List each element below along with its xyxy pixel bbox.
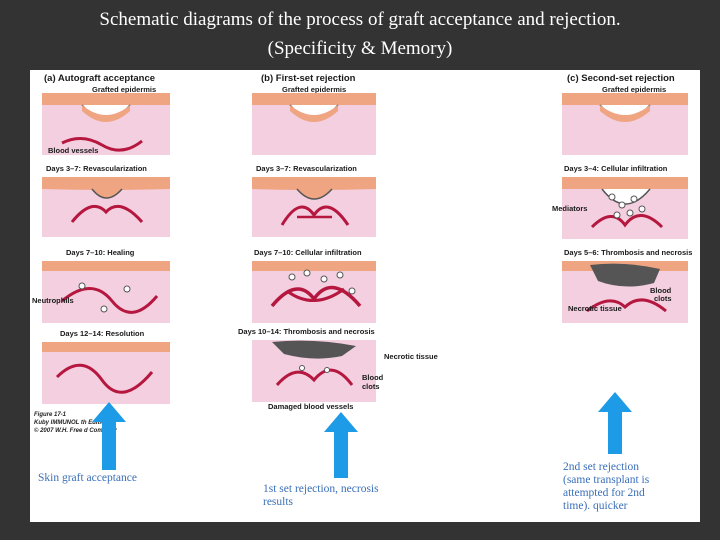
tissue-b1 — [252, 93, 376, 160]
label-damaged-vessels: Damaged blood vessels — [268, 402, 354, 411]
graft-resolution-a — [42, 342, 170, 404]
caption-second-set-2: (same transplant is — [563, 474, 650, 486]
graft-fresh-a — [42, 93, 170, 155]
slide-title: Schematic diagrams of the process of gra… — [99, 9, 621, 30]
tissue-c1 — [562, 93, 688, 160]
tissue-a2 — [42, 177, 170, 242]
tissue-b4 — [252, 340, 376, 407]
label-clots-c: clots — [654, 294, 672, 303]
caption-second-set-1: 2nd set rejection — [563, 461, 640, 473]
label-necrotic-tissue-b: Necrotic tissue — [384, 352, 438, 361]
label-b-stage3: Days 7–10: Cellular infiltration — [254, 248, 362, 257]
graft-necrosis-c — [562, 261, 688, 323]
label-blood-vessels: Blood vessels — [48, 146, 99, 155]
label-c-stage3: Days 5–6: Thrombosis and necrosis — [564, 248, 693, 257]
graft-infiltration-b — [252, 261, 376, 323]
arrow-up-icon — [598, 392, 632, 454]
label-c-stage2: Days 3–4: Cellular infiltration — [564, 164, 668, 173]
caption-second-set-3: attempted for 2nd — [563, 487, 645, 499]
label-a-stage3: Days 7–10: Healing — [66, 248, 135, 257]
header-first-set: (b) First-set rejection — [261, 73, 356, 84]
arrow-up-icon — [92, 402, 126, 470]
tissue-a4 — [42, 342, 170, 409]
tissue-c2 — [562, 177, 688, 244]
graft-revascular-a — [42, 177, 170, 237]
label-blood-b: Blood — [362, 373, 384, 382]
graft-healing-a — [42, 261, 170, 323]
tissue-a1 — [42, 93, 170, 160]
figure-credit-3: © 2007 W.H. Free d Company — [34, 428, 117, 434]
label-b-stage2: Days 3–7: Revascularization — [256, 164, 357, 173]
label-grafted-epidermis-b: Grafted epidermis — [282, 85, 347, 94]
label-neutrophils: Neutrophils — [32, 296, 74, 305]
header-autograft: (a) Autograft acceptance — [44, 73, 156, 84]
label-grafted-epidermis-c: Grafted epidermis — [602, 85, 667, 94]
label-b-stage4: Days 10–14: Thrombosis and necrosis — [238, 327, 375, 336]
tissue-b3 — [252, 261, 376, 328]
graft-infiltration-c — [562, 177, 688, 239]
graft-necrosis-b — [252, 340, 376, 402]
graft-fresh-c — [562, 93, 688, 155]
tissue-c3 — [562, 261, 688, 328]
tissue-a3 — [42, 261, 170, 328]
label-necrotic-tissue-c: Necrotic tissue — [568, 304, 622, 313]
figure-panel: (a) Autograft acceptance Grafted epiderm… — [30, 70, 700, 522]
caption-first-set-2: results — [263, 496, 294, 508]
label-mediators: Mediators — [552, 204, 588, 213]
figure-credit-1: Figure 17-1 — [34, 412, 67, 418]
caption-second-set-4: time). quicker — [563, 500, 628, 512]
graft-revascular-b — [252, 177, 376, 237]
header-second-set: (c) Second-set rejection — [567, 73, 675, 84]
slide-subtitle: (Specificity & Memory) — [267, 38, 453, 59]
figure-credit-2: Kuby IMMUNOL th Edition — [34, 420, 109, 426]
label-grafted-epidermis-a: Grafted epidermis — [92, 85, 157, 94]
label-a-stage2: Days 3–7: Revascularization — [46, 164, 147, 173]
label-clots-b: clots — [362, 382, 380, 391]
label-a-stage4: Days 12–14: Resolution — [60, 329, 145, 338]
arrow-up-icon — [324, 412, 358, 478]
caption-autograft: Skin graft acceptance — [38, 472, 137, 484]
caption-first-set-1: 1st set rejection, necrosis — [263, 483, 379, 495]
graft-fresh-b — [252, 93, 376, 155]
label-blood-c: Blood — [650, 286, 672, 295]
tissue-b2 — [252, 177, 376, 242]
